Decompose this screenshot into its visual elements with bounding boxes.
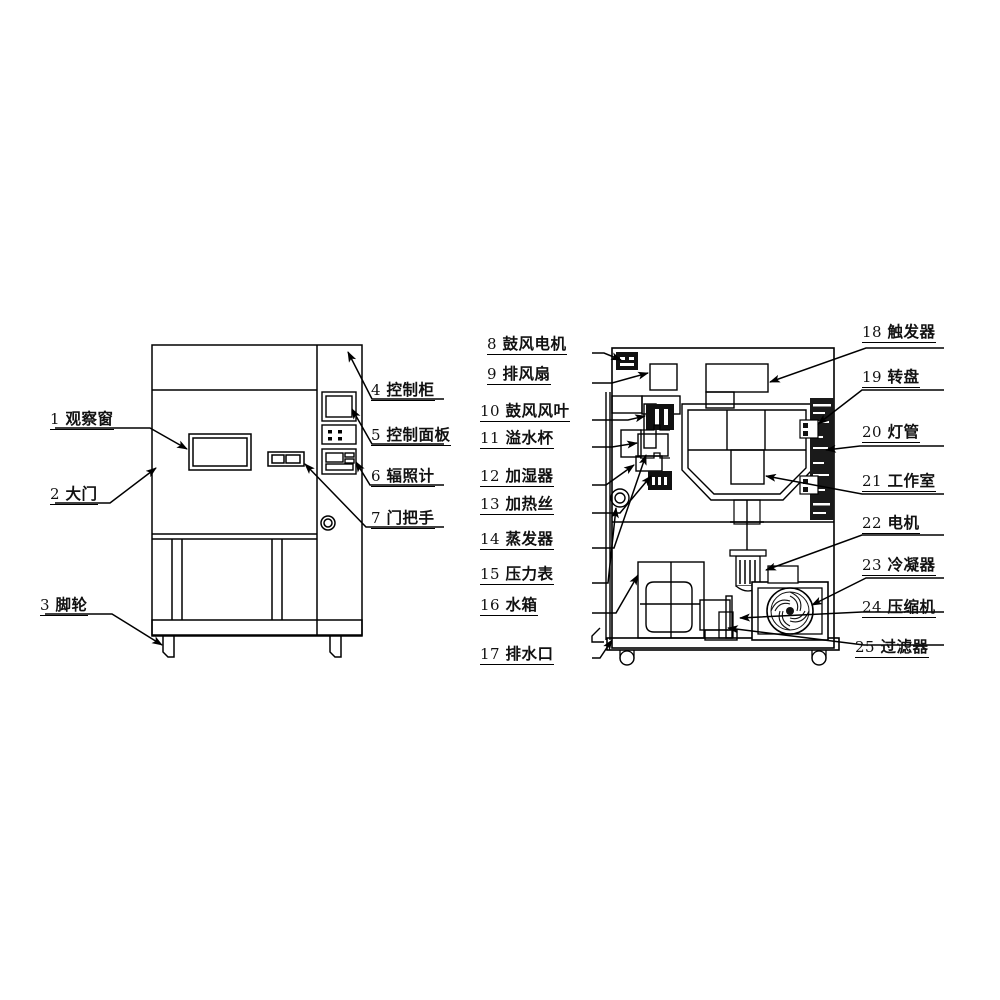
label-11-number: 11 — [480, 429, 501, 447]
label-19-number: 19 — [862, 368, 883, 386]
left-leader-lines — [45, 351, 444, 646]
section-right-leaders — [727, 347, 944, 646]
label-5-control-panel: 5 控制面板 — [371, 426, 451, 446]
label-25-number: 25 — [855, 638, 876, 656]
label-4-text: 控制柜 — [386, 381, 435, 399]
label-22-motor: 22 电机 — [862, 514, 920, 534]
section-filter — [718, 611, 734, 639]
label-12-humidifier: 12 加湿器 — [480, 467, 554, 487]
label-18-trigger: 18 触发器 — [862, 323, 936, 343]
label-13-number: 13 — [480, 495, 501, 513]
label-15-number: 15 — [480, 565, 501, 583]
label-10-blower-blade: 10 鼓风风叶 — [480, 402, 570, 422]
heater-shelves — [640, 424, 670, 459]
left-panel-buttons — [328, 430, 342, 441]
label-20-text: 灯管 — [887, 423, 920, 441]
label-7-number: 7 — [371, 509, 382, 527]
label-10-number: 10 — [480, 402, 501, 420]
label-13-heating-wire: 13 加热丝 — [480, 495, 554, 515]
label-7-door-handle: 7 门把手 — [371, 509, 435, 529]
label-17-drain-outlet: 17 排水口 — [480, 645, 554, 665]
label-6-radiometer: 6 辐照计 — [371, 467, 435, 487]
label-6-text: 辐照计 — [386, 467, 435, 485]
label-14-number: 14 — [480, 530, 501, 548]
label-4-control-cabinet: 4 控制柜 — [371, 381, 435, 401]
label-14-text: 蒸发器 — [505, 530, 554, 548]
section-dark-block-detail — [620, 357, 668, 485]
label-2-door: 2 大门 — [50, 485, 98, 505]
label-15-text: 压力表 — [505, 565, 554, 583]
label-8-number: 8 — [487, 335, 498, 353]
section-upper-chamber — [681, 363, 813, 560]
label-21-text: 工作室 — [887, 472, 936, 490]
label-20-lamp-tube: 20 灯管 — [862, 423, 920, 443]
label-6-number: 6 — [371, 467, 382, 485]
label-12-text: 加湿器 — [505, 467, 554, 485]
label-12-number: 12 — [480, 467, 501, 485]
label-9-number: 9 — [487, 365, 498, 383]
label-11-text: 溢水杯 — [505, 429, 554, 447]
label-16-water-tank: 16 水箱 — [480, 596, 538, 616]
label-20-number: 20 — [862, 423, 883, 441]
label-24-text: 压缩机 — [887, 598, 936, 616]
section-casters — [619, 650, 827, 666]
label-18-text: 触发器 — [887, 323, 936, 341]
label-17-number: 17 — [480, 645, 501, 663]
label-1-number: 1 — [50, 410, 61, 428]
label-3-text: 脚轮 — [55, 596, 88, 614]
label-9-text: 排风扇 — [502, 365, 551, 383]
label-14-evaporator: 14 蒸发器 — [480, 530, 554, 550]
label-23-condenser: 23 冷凝器 — [862, 556, 936, 576]
label-3-caster: 3 脚轮 — [40, 596, 88, 616]
section-water-tank — [637, 561, 738, 641]
left-cabinet-drawing — [151, 344, 363, 658]
label-7-text: 门把手 — [386, 509, 435, 527]
label-11-overflow-cup: 11 溢水杯 — [480, 429, 554, 449]
label-25-text: 过滤器 — [880, 638, 929, 656]
label-21-number: 21 — [862, 472, 883, 490]
label-21-work-chamber: 21 工作室 — [862, 472, 936, 492]
label-22-text: 电机 — [887, 514, 920, 532]
label-24-number: 24 — [862, 598, 883, 616]
label-3-number: 3 — [40, 596, 51, 614]
label-23-text: 冷凝器 — [887, 556, 936, 574]
label-17-text: 排水口 — [505, 645, 554, 663]
label-2-text: 大门 — [65, 485, 98, 503]
label-4-number: 4 — [371, 381, 382, 399]
label-8-blower-motor: 8 鼓风电机 — [487, 335, 567, 355]
label-16-number: 16 — [480, 596, 501, 614]
label-18-number: 18 — [862, 323, 883, 341]
label-8-text: 鼓风电机 — [502, 335, 567, 353]
label-19-turntable: 19 转盘 — [862, 368, 920, 388]
label-1-observation-window: 1 观察窗 — [50, 410, 114, 430]
section-condenser — [751, 565, 829, 641]
label-9-exhaust-fan: 9 排风扇 — [487, 365, 551, 385]
label-2-number: 2 — [50, 485, 61, 503]
label-16-text: 水箱 — [505, 596, 538, 614]
section-left-leaders — [592, 352, 652, 659]
label-13-text: 加热丝 — [505, 495, 554, 513]
label-5-number: 5 — [371, 426, 382, 444]
label-23-number: 23 — [862, 556, 883, 574]
label-22-number: 22 — [862, 514, 883, 532]
label-24-compressor: 24 压缩机 — [862, 598, 936, 618]
label-19-text: 转盘 — [887, 368, 920, 386]
label-10-text: 鼓风风叶 — [505, 402, 570, 420]
label-15-pressure-gauge: 15 压力表 — [480, 565, 554, 585]
label-1-text: 观察窗 — [65, 410, 114, 428]
label-25-filter: 25 过滤器 — [855, 638, 929, 658]
label-5-text: 控制面板 — [386, 426, 451, 444]
